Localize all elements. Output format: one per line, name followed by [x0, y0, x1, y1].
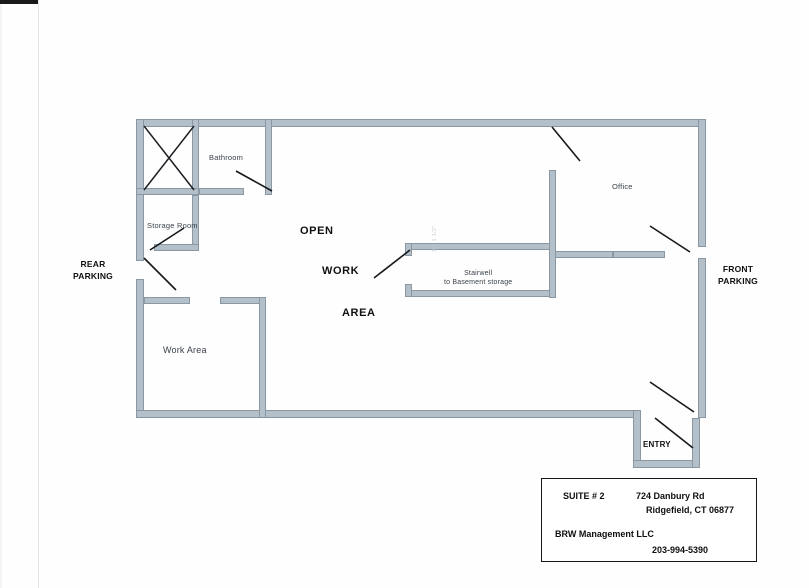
stairwell-door-swing [373, 249, 411, 279]
exterior-wall-top [136, 119, 706, 127]
rear-parking-label: REAR PARKING [60, 258, 126, 282]
scan-artifact-left [0, 4, 2, 588]
room-label-storage: Storage Room [147, 221, 198, 230]
rear-parking-line1: REAR [80, 259, 106, 269]
shaft-cross-hatch [143, 125, 195, 191]
title-block-address-line2: Ridgefield, CT 06877 [646, 505, 735, 515]
exterior-wall-right-upper [698, 119, 706, 247]
scan-artifact-line [38, 0, 39, 588]
title-block: SUITE # 2 724 Danbury Rd Ridgefield, CT … [541, 478, 757, 562]
entry-label: ENTRY [643, 440, 671, 449]
office-door-swing-right [649, 225, 691, 253]
stairwell-wall-top [405, 243, 555, 250]
open-area-label-line3: AREA [342, 307, 376, 319]
partition-horizontal-left [555, 251, 613, 258]
exterior-wall-right-lower [698, 258, 706, 418]
front-parking-label: FRONT PARKING [703, 263, 773, 287]
storage-room-door-swing [149, 227, 185, 251]
bathroom-wall-bottom [199, 188, 244, 195]
exterior-wall-left-lower [136, 279, 144, 418]
title-block-address-line1: 724 Danbury Rd [636, 491, 705, 501]
stairwell-wall-bottom [405, 290, 555, 297]
entry-wall-right [692, 418, 700, 468]
work-area-wall-right [259, 297, 266, 418]
bathroom-door-swing [235, 170, 273, 192]
title-block-phone: 203-994-5390 [652, 545, 709, 555]
room-label-work-area: Work Area [163, 345, 207, 355]
work-area-wall-top-left [144, 297, 190, 304]
room-label-bathroom: Bathroom [209, 153, 244, 162]
stairwell-label-line2: to Basement storage [444, 279, 513, 286]
room-label-office: Office [612, 182, 633, 191]
office-door-swing-top [551, 126, 581, 162]
shaft-wall-bottom [136, 188, 199, 195]
rear-entry-door-swing [143, 257, 177, 291]
front-parking-line2: PARKING [718, 276, 758, 286]
stairwell-label: Stairwell to Basement storage [444, 269, 512, 287]
stairwell-wall-left-stub [405, 243, 412, 256]
title-block-company: BRW Management LLC [555, 529, 654, 539]
entry-wall-bottom [633, 460, 700, 468]
partition-horizontal-right [613, 251, 665, 258]
front-door-swing-lower [654, 417, 694, 449]
dimension-annotation: 3' - 1 1/2" [432, 225, 438, 252]
open-area-label-line1: OPEN [300, 225, 334, 237]
rear-parking-line2: PARKING [73, 271, 113, 281]
front-door-swing-upper [649, 381, 695, 413]
open-area-label-line2: WORK [322, 265, 360, 277]
stairwell-label-line1: Stairwell [464, 270, 493, 277]
title-block-suite: SUITE # 2 [563, 491, 605, 501]
bathroom-wall-right [265, 119, 272, 195]
scan-artifact-top [0, 0, 38, 4]
stairwell-wall-bottom-stub [405, 284, 412, 297]
front-parking-line1: FRONT [722, 264, 754, 274]
partition-vertical-center [549, 170, 556, 298]
exterior-wall-bottom [136, 410, 641, 418]
